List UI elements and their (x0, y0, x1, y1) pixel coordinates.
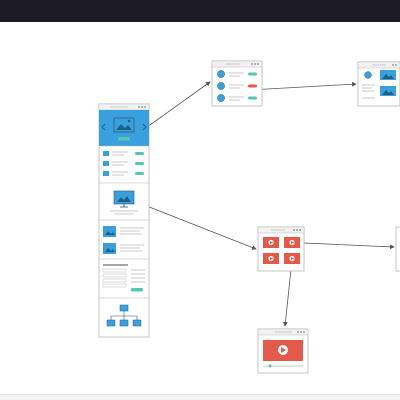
connectors (128, 81, 395, 327)
image-icon (380, 86, 396, 96)
window-dot-icon (296, 229, 298, 231)
connector-users-to-gallery (249, 81, 357, 91)
avatar-icon (364, 71, 372, 79)
text-form-section (102, 264, 145, 292)
frame-gallery[interactable] (357, 61, 400, 107)
image-icon (103, 226, 116, 237)
window-dot-icon (138, 106, 140, 108)
monitor-icon (113, 190, 135, 208)
chevron-right-icon (142, 123, 147, 131)
frame-video-player[interactable] (257, 328, 309, 374)
window-dot-icon (144, 106, 146, 108)
video-thumb (284, 253, 300, 264)
progress-handle (268, 364, 272, 368)
image-text-section (103, 226, 144, 254)
video-thumb (263, 253, 279, 264)
window-dot-icon (392, 64, 394, 66)
connector-videogrid-to-offscreen (303, 242, 395, 250)
window-dot-icon (293, 229, 295, 231)
diagram-canvas (0, 22, 400, 394)
avatar-icon (217, 70, 225, 78)
window-dot-icon (300, 331, 302, 333)
window-title-bar (0, 0, 400, 22)
submit-button (131, 288, 143, 292)
image-icon (103, 243, 116, 254)
window-dot-icon (257, 63, 259, 65)
frame-offscreen[interactable] (395, 226, 400, 272)
hero-cta-button (118, 137, 130, 141)
window-dot-icon (141, 106, 143, 108)
frame-users-list[interactable] (211, 60, 263, 107)
image-icon (113, 117, 135, 133)
window-dot-icon (251, 63, 253, 65)
frame-main-page[interactable] (98, 103, 150, 338)
image-icon (380, 70, 396, 80)
window-dot-icon (303, 331, 305, 333)
frame-video-grid[interactable] (257, 226, 305, 272)
window-dot-icon (254, 63, 256, 65)
connector-monitor-to-videogrid (133, 200, 257, 250)
window-dot-icon (395, 64, 397, 66)
video-thumb (284, 237, 300, 248)
monitor-section (110, 190, 138, 215)
feature-list (103, 151, 144, 176)
sitemap-icon (106, 304, 142, 327)
window-dot-icon (297, 331, 299, 333)
avatar-icon (217, 82, 225, 90)
window-dot-icon (299, 229, 301, 231)
chevron-left-icon (101, 123, 106, 131)
hero-carousel[interactable] (99, 110, 149, 146)
avatar-icon (217, 94, 225, 102)
status-strip (0, 394, 400, 400)
video-thumb (263, 237, 279, 248)
